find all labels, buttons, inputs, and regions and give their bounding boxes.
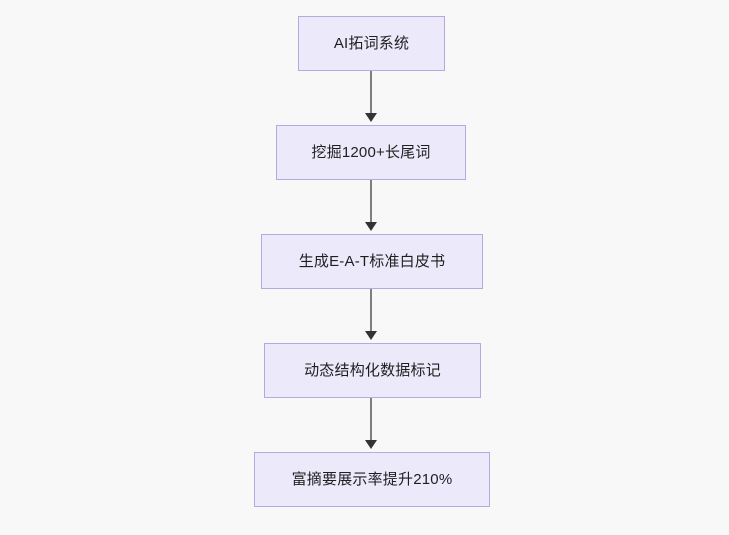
- flow-node-label: 动态结构化数据标记: [304, 362, 441, 379]
- flow-node-longtail-keywords[interactable]: 挖掘1200+长尾词: [276, 125, 466, 180]
- arrowhead-n4-n5: [365, 440, 377, 449]
- flow-node-label: 生成E-A-T标准白皮书: [298, 253, 446, 270]
- edge-n1-n2: [370, 71, 372, 116]
- edge-n4-n5: [370, 398, 372, 443]
- edge-n2-n3: [370, 180, 372, 225]
- arrowhead-n2-n3: [365, 222, 377, 231]
- flow-node-structured-data-markup[interactable]: 动态结构化数据标记: [264, 343, 481, 398]
- flow-node-ai-keyword-system[interactable]: AI拓词系统: [298, 16, 445, 71]
- flow-node-eat-whitepaper[interactable]: 生成E-A-T标准白皮书: [261, 234, 483, 289]
- flow-node-label: AI拓词系统: [333, 35, 410, 52]
- flow-node-label: 富摘要展示率提升210%: [291, 471, 453, 488]
- arrowhead-n3-n4: [365, 331, 377, 340]
- flow-node-label: 挖掘1200+长尾词: [311, 144, 431, 161]
- edge-n3-n4: [370, 289, 372, 334]
- arrowhead-n1-n2: [365, 113, 377, 122]
- flow-node-rich-snippet-result[interactable]: 富摘要展示率提升210%: [254, 452, 490, 507]
